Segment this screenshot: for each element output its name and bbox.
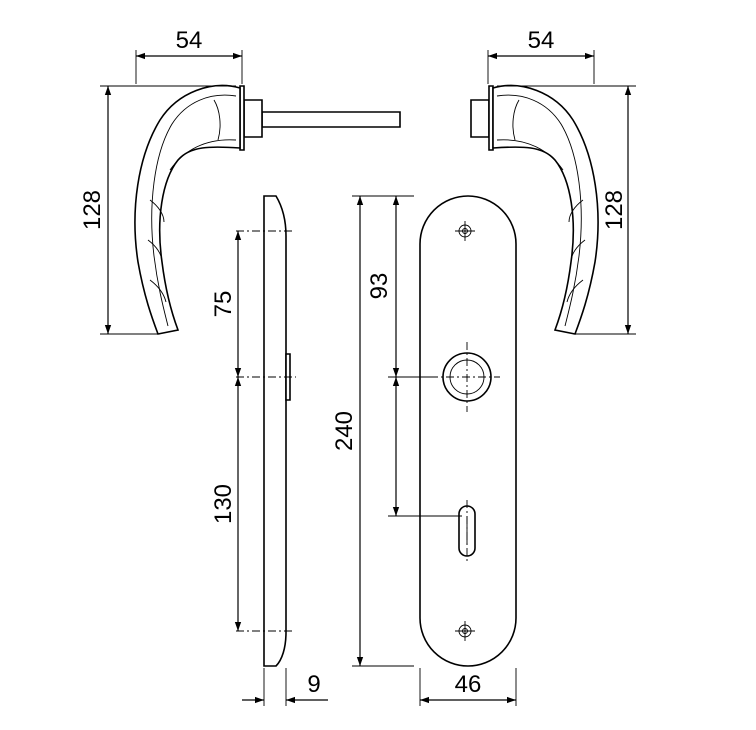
plate-side-view <box>236 195 296 667</box>
dim-plate-height: 240 <box>331 195 414 667</box>
right-spindle-collar <box>470 99 490 138</box>
dim-handle-to-key: 93 <box>366 195 462 517</box>
left-lever-contour <box>151 94 237 327</box>
right-height-label: 128 <box>601 190 628 230</box>
left-width-label: 54 <box>176 27 203 54</box>
plate-height-label: 240 <box>331 411 358 451</box>
dim-left-handle-width: 54 <box>135 27 243 84</box>
left-spindle <box>261 111 401 128</box>
left-handle-drawing <box>134 84 401 335</box>
dim-plate-width: 46 <box>419 668 517 706</box>
lower-spacing-label: 130 <box>210 484 237 524</box>
right-handle-drawing <box>470 84 599 335</box>
right-width-label: 54 <box>528 27 555 54</box>
dim-left-handle-height: 128 <box>79 85 236 335</box>
plate-width-label: 46 <box>455 671 482 698</box>
plate-profile <box>263 195 287 667</box>
dim-plate-thickness: 9 <box>242 668 328 706</box>
left-spindle-collar <box>243 99 263 138</box>
dim-upper-spacing: 75 <box>210 231 242 377</box>
handle-to-key-label: 93 <box>366 273 393 300</box>
dim-right-handle-width: 54 <box>487 27 595 84</box>
plate-front-view <box>419 195 517 667</box>
plate-thickness-label: 9 <box>307 671 320 698</box>
left-height-label: 128 <box>79 190 106 230</box>
upper-spacing-label: 75 <box>210 291 237 318</box>
dim-lower-spacing: 130 <box>210 377 242 631</box>
dim-right-handle-height: 128 <box>497 85 636 335</box>
plate-outline <box>419 195 517 667</box>
